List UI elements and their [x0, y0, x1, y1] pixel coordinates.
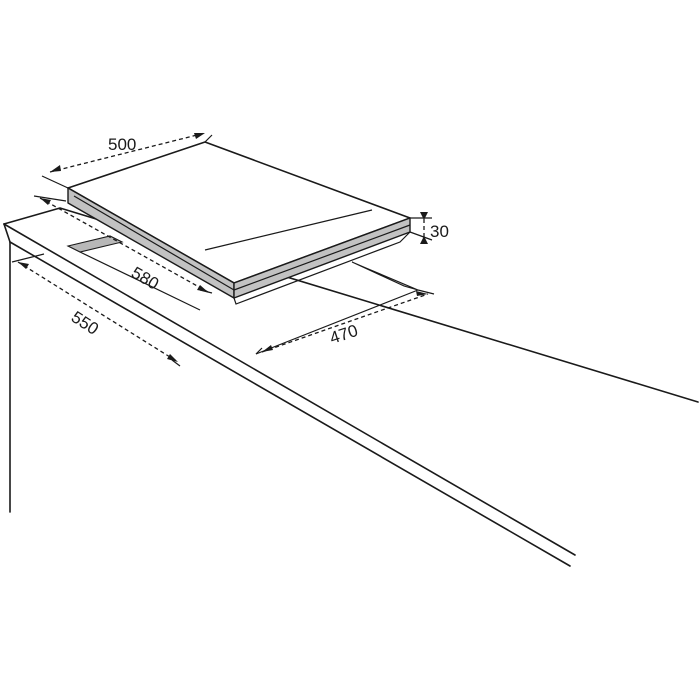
hob-zone-divider — [204, 209, 373, 251]
worktop-left-end — [3, 223, 11, 243]
hob-top-surface — [67, 141, 411, 284]
dimension-hob-width: 500 — [41, 132, 213, 189]
label-hob-height: 30 — [430, 222, 449, 241]
worktop-cutout — [66, 235, 419, 355]
dimension-worktop-depth: 550 — [11, 253, 181, 367]
worktop-back-edge — [3, 207, 699, 403]
hob-underbody — [233, 231, 411, 305]
worktop — [3, 207, 699, 567]
label-worktop-depth: 550 — [68, 307, 102, 338]
dimension-hob-height: 30 — [409, 212, 449, 244]
label-cutout-width: 470 — [327, 321, 360, 348]
hob — [67, 141, 411, 305]
worktop-front-bottom-edge — [9, 241, 571, 567]
label-hob-width: 500 — [108, 135, 136, 154]
worktop-front-top-edge — [3, 223, 576, 556]
dimension-cutout-width: 470 — [255, 289, 435, 355]
